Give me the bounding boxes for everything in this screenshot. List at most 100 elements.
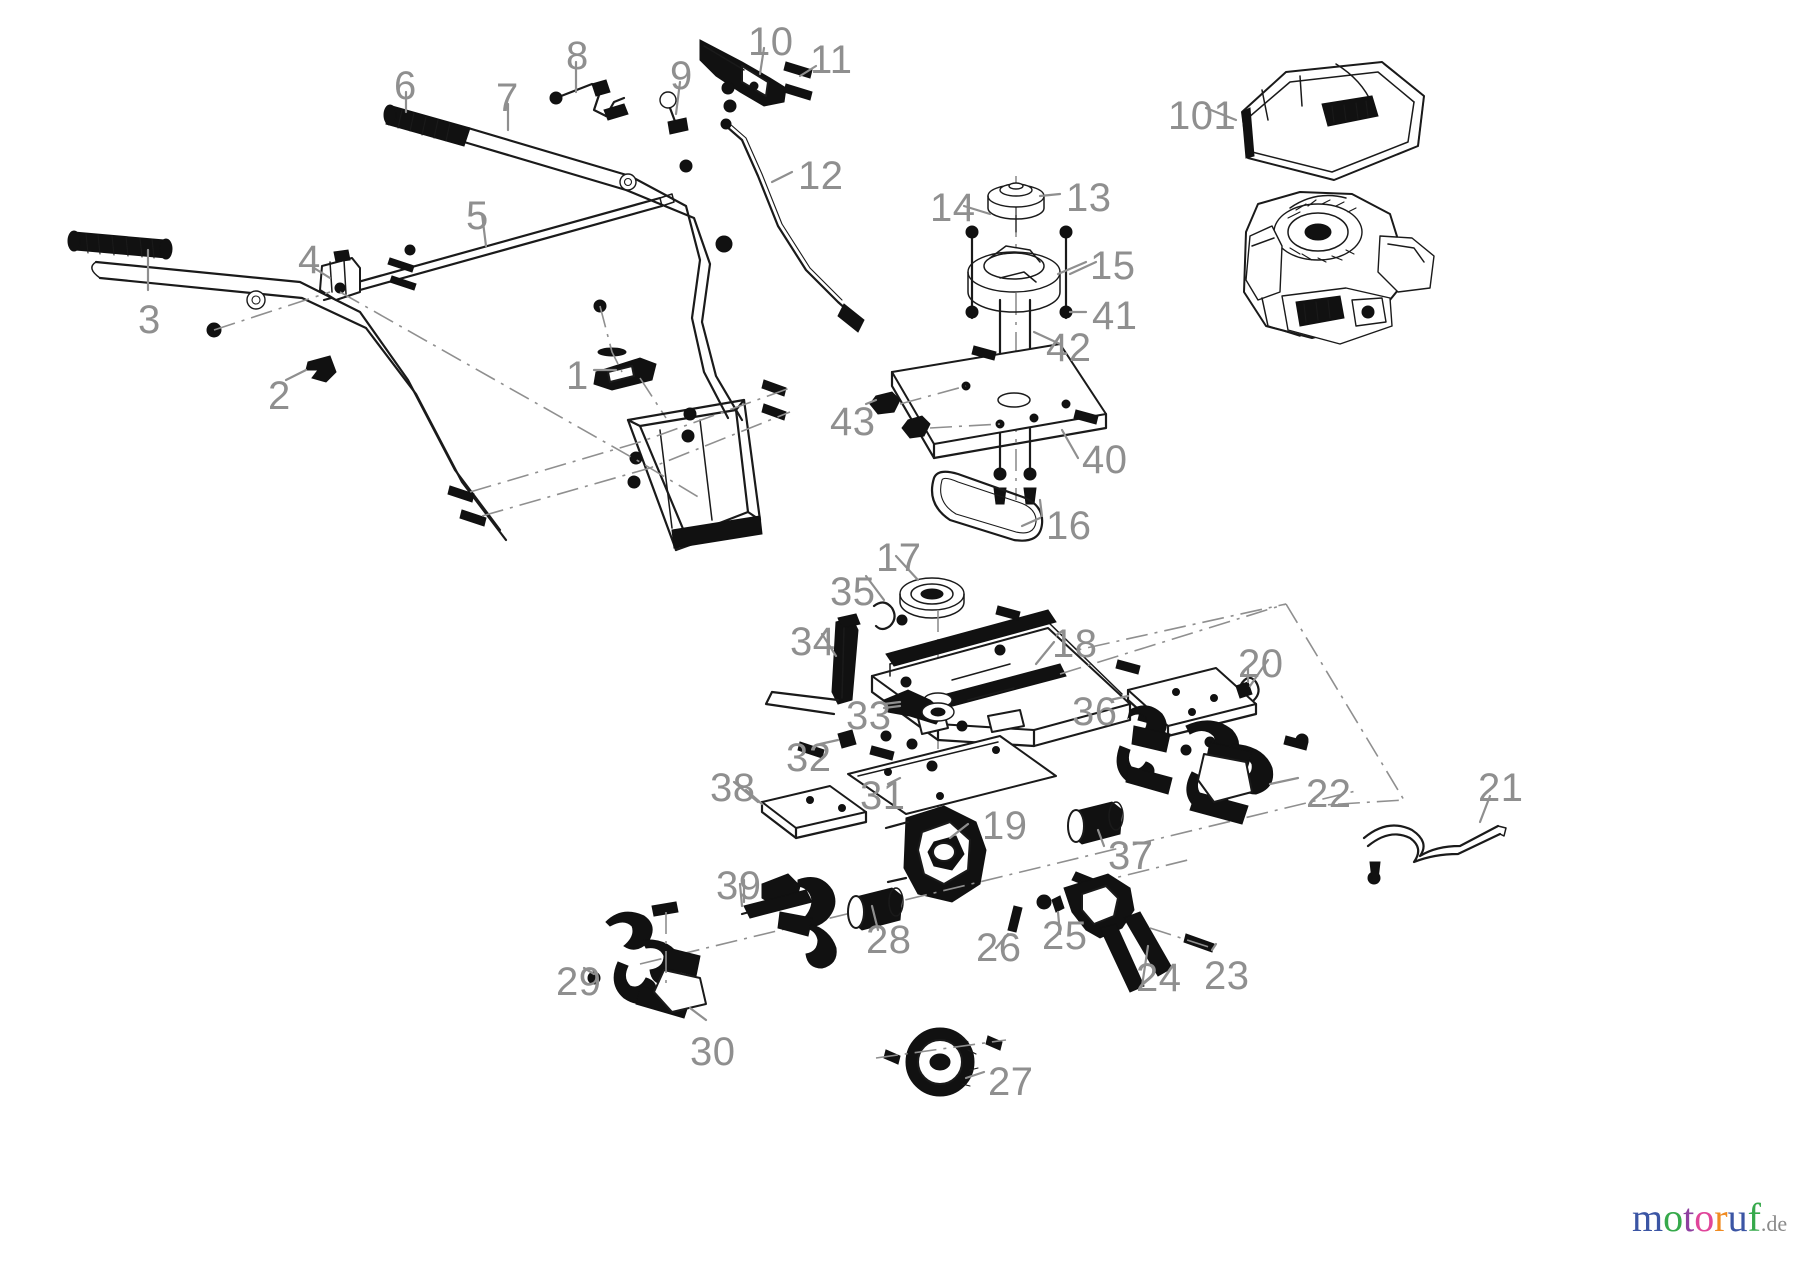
callout-14: 14 bbox=[930, 186, 976, 230]
callout-36: 36 bbox=[1072, 690, 1118, 734]
part-28-axle-spacer-left bbox=[847, 887, 904, 932]
handle-hinge-eyes bbox=[246, 173, 637, 310]
part-24-support-bracket bbox=[1063, 873, 1173, 993]
callout-4: 4 bbox=[298, 238, 321, 282]
callout-5: 5 bbox=[466, 194, 489, 238]
callout-9: 9 bbox=[670, 54, 693, 98]
watermark-letter-f: f bbox=[1747, 1195, 1761, 1240]
callout-22: 22 bbox=[1306, 772, 1352, 816]
callout-17: 17 bbox=[876, 536, 922, 580]
watermark-letter-u: u bbox=[1727, 1195, 1748, 1240]
part-5-cross-brace-rod bbox=[320, 193, 675, 302]
callout-38: 38 bbox=[710, 766, 756, 810]
callout-27: 27 bbox=[988, 1060, 1034, 1104]
callout-42: 42 bbox=[1046, 326, 1092, 370]
callout-29: 29 bbox=[556, 960, 602, 1004]
part-2-handle-clip bbox=[305, 355, 337, 383]
callout-16: 16 bbox=[1046, 504, 1092, 548]
part-12-throttle-cable bbox=[720, 118, 865, 333]
callout-1: 1 bbox=[566, 354, 589, 398]
watermark-letter-o1: o bbox=[1663, 1195, 1684, 1240]
part-20-tine-retaining-pin bbox=[1235, 666, 1260, 702]
callout-37: 37 bbox=[1108, 834, 1154, 878]
tine-assembly-right-inner bbox=[1116, 705, 1173, 795]
callout-26: 26 bbox=[976, 926, 1022, 970]
watermark-letter-r: r bbox=[1714, 1195, 1728, 1240]
callout-35: 35 bbox=[830, 570, 876, 614]
part-33-idler-arm bbox=[882, 689, 955, 725]
callout-25: 25 bbox=[1042, 914, 1088, 958]
part-35-tension-spring-clip bbox=[872, 601, 896, 631]
callout-31: 31 bbox=[860, 774, 906, 818]
part-39-tine-assembly-left-inner bbox=[738, 873, 837, 969]
callout-2: 2 bbox=[268, 374, 291, 418]
part-1-cable-guide-bracket bbox=[593, 299, 667, 419]
part-3-lower-handle-bar-left bbox=[67, 230, 508, 542]
part-38-side-cover-plate-left bbox=[744, 785, 868, 840]
callout-34: 34 bbox=[790, 620, 836, 664]
callout-7: 7 bbox=[496, 76, 519, 120]
callout-19: 19 bbox=[982, 804, 1028, 848]
callout-3: 3 bbox=[138, 298, 161, 342]
part-17-bearing bbox=[899, 577, 965, 619]
part-23-bracket-bolt bbox=[1149, 861, 1381, 953]
callout-13: 13 bbox=[1066, 176, 1112, 220]
part-43-mount-nuts bbox=[864, 385, 1001, 439]
callout-6: 6 bbox=[394, 64, 417, 108]
part-13-engine-pulley bbox=[987, 182, 1045, 233]
part-15-belt-guard-ring bbox=[967, 245, 1061, 313]
callout-39: 39 bbox=[716, 864, 762, 908]
callout-41: 41 bbox=[1092, 294, 1138, 338]
part-37-axle-spacer-right bbox=[1067, 801, 1124, 848]
callout-10: 10 bbox=[748, 20, 794, 64]
part-4-handle-clamp bbox=[319, 249, 361, 301]
part-29-tine-pin-left bbox=[582, 901, 679, 990]
callout-30: 30 bbox=[690, 1030, 736, 1074]
callout-24: 24 bbox=[1136, 956, 1182, 1000]
callout-15: 15 bbox=[1090, 244, 1136, 288]
part-27-transport-wheel bbox=[875, 1027, 1007, 1097]
callout-23: 23 bbox=[1204, 954, 1250, 998]
part-32-cover-bolt bbox=[797, 720, 968, 772]
part-19-gearbox-housing bbox=[884, 805, 987, 903]
part-30-tine-assembly-left-outer bbox=[582, 901, 708, 1022]
part-41-guard-studs bbox=[965, 225, 1073, 320]
part-101-engine-assembly bbox=[1241, 61, 1435, 345]
motoruf-watermark: motoruf.de bbox=[1632, 1198, 1787, 1238]
callout-32: 32 bbox=[786, 736, 832, 780]
callout-11: 11 bbox=[810, 38, 853, 82]
watermark-letter-t: t bbox=[1683, 1195, 1695, 1240]
callout-21: 21 bbox=[1478, 766, 1524, 810]
callout-40: 40 bbox=[1082, 438, 1128, 482]
part-40-engine-mount-plate bbox=[890, 343, 1108, 460]
callout-20: 20 bbox=[1238, 642, 1284, 686]
callout-12: 12 bbox=[798, 154, 844, 198]
handle-grip-right bbox=[383, 104, 471, 147]
callout-43: 43 bbox=[830, 400, 876, 444]
handle-assembly-group bbox=[67, 39, 865, 552]
plate-bolts bbox=[971, 345, 1099, 425]
callout-33: 33 bbox=[846, 694, 892, 738]
part-34-belt-tension-bracket bbox=[764, 613, 861, 716]
part-31-lower-cover-plate bbox=[847, 735, 1057, 815]
callout-18: 18 bbox=[1052, 622, 1098, 666]
drive-assembly-group bbox=[864, 176, 1108, 542]
engine-cover bbox=[1241, 61, 1425, 181]
engine-block bbox=[1243, 191, 1435, 345]
part-21-depth-stake bbox=[1362, 794, 1507, 864]
chassis-tine-group bbox=[582, 577, 1507, 1097]
part-9-pivot-pin bbox=[659, 91, 689, 135]
handle-hardware-dots bbox=[213, 159, 791, 527]
watermark-letter-o2: o bbox=[1694, 1195, 1715, 1240]
part-16-drive-belt bbox=[930, 470, 1044, 542]
callout-101: 101 bbox=[1168, 94, 1237, 138]
part-22-tine-assembly-right-outer bbox=[1185, 666, 1309, 825]
watermark-letter-m: m bbox=[1632, 1195, 1664, 1240]
clamp-fasteners bbox=[206, 257, 417, 338]
watermark-suffix: .de bbox=[1760, 1211, 1788, 1236]
part-36-side-cover-plate-right bbox=[1108, 667, 1258, 738]
handle-grip-left bbox=[67, 230, 173, 260]
part-10-clutch-lever bbox=[699, 39, 787, 107]
callout-8: 8 bbox=[566, 34, 589, 78]
